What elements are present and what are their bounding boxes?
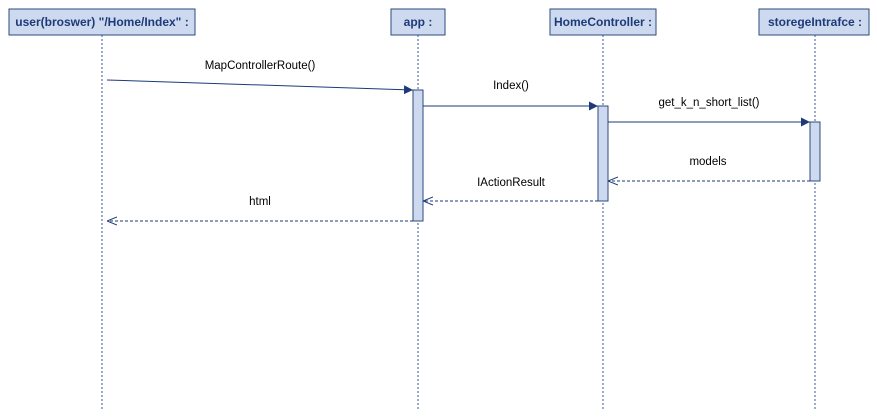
message-iactionresult-return[interactable]: IActionResult	[423, 177, 598, 201]
lifeline-head-storage-interface[interactable]: storegeIntrafce :	[758, 8, 870, 36]
message-label: models	[689, 156, 726, 168]
activation-app[interactable]	[412, 89, 424, 222]
lifeline-head-user[interactable]: user(broswer) "/Home/Index" :	[8, 8, 196, 36]
message-label: Index()	[493, 80, 529, 92]
lifeline-storage-interface: storegeIntrafce :	[758, 8, 870, 410]
message-get-k-n-short-list[interactable]: get_k_n_short_list()	[608, 97, 810, 127]
lifeline-label-app: app :	[404, 15, 433, 29]
lifeline-user: user(broswer) "/Home/Index" :	[8, 8, 196, 410]
activation-home-controller[interactable]	[597, 105, 609, 202]
lifeline-label-home-controller: HomeController :	[554, 15, 652, 29]
lifeline-label-user: user(broswer) "/Home/Index" :	[15, 15, 188, 29]
lifeline-head-app[interactable]: app :	[390, 8, 446, 36]
message-label: IActionResult	[477, 177, 546, 189]
message-label: html	[249, 196, 271, 208]
message-map-controller-route[interactable]: MapControllerRoute()	[106, 60, 414, 95]
activation-storage-interface[interactable]	[809, 121, 821, 182]
lifeline-app: app :	[390, 8, 446, 410]
message-label: get_k_n_short_list()	[659, 97, 760, 109]
lifeline-home-controller: HomeController :	[549, 8, 657, 410]
message-label: MapControllerRoute()	[205, 60, 316, 72]
lifeline-head-home-controller[interactable]: HomeController :	[549, 8, 657, 36]
lifeline-label-storage-interface: storegeIntrafce :	[768, 15, 862, 29]
message-index[interactable]: Index()	[423, 80, 598, 111]
message-html-return[interactable]: html	[107, 196, 413, 221]
message-models-return[interactable]: models	[608, 156, 810, 181]
